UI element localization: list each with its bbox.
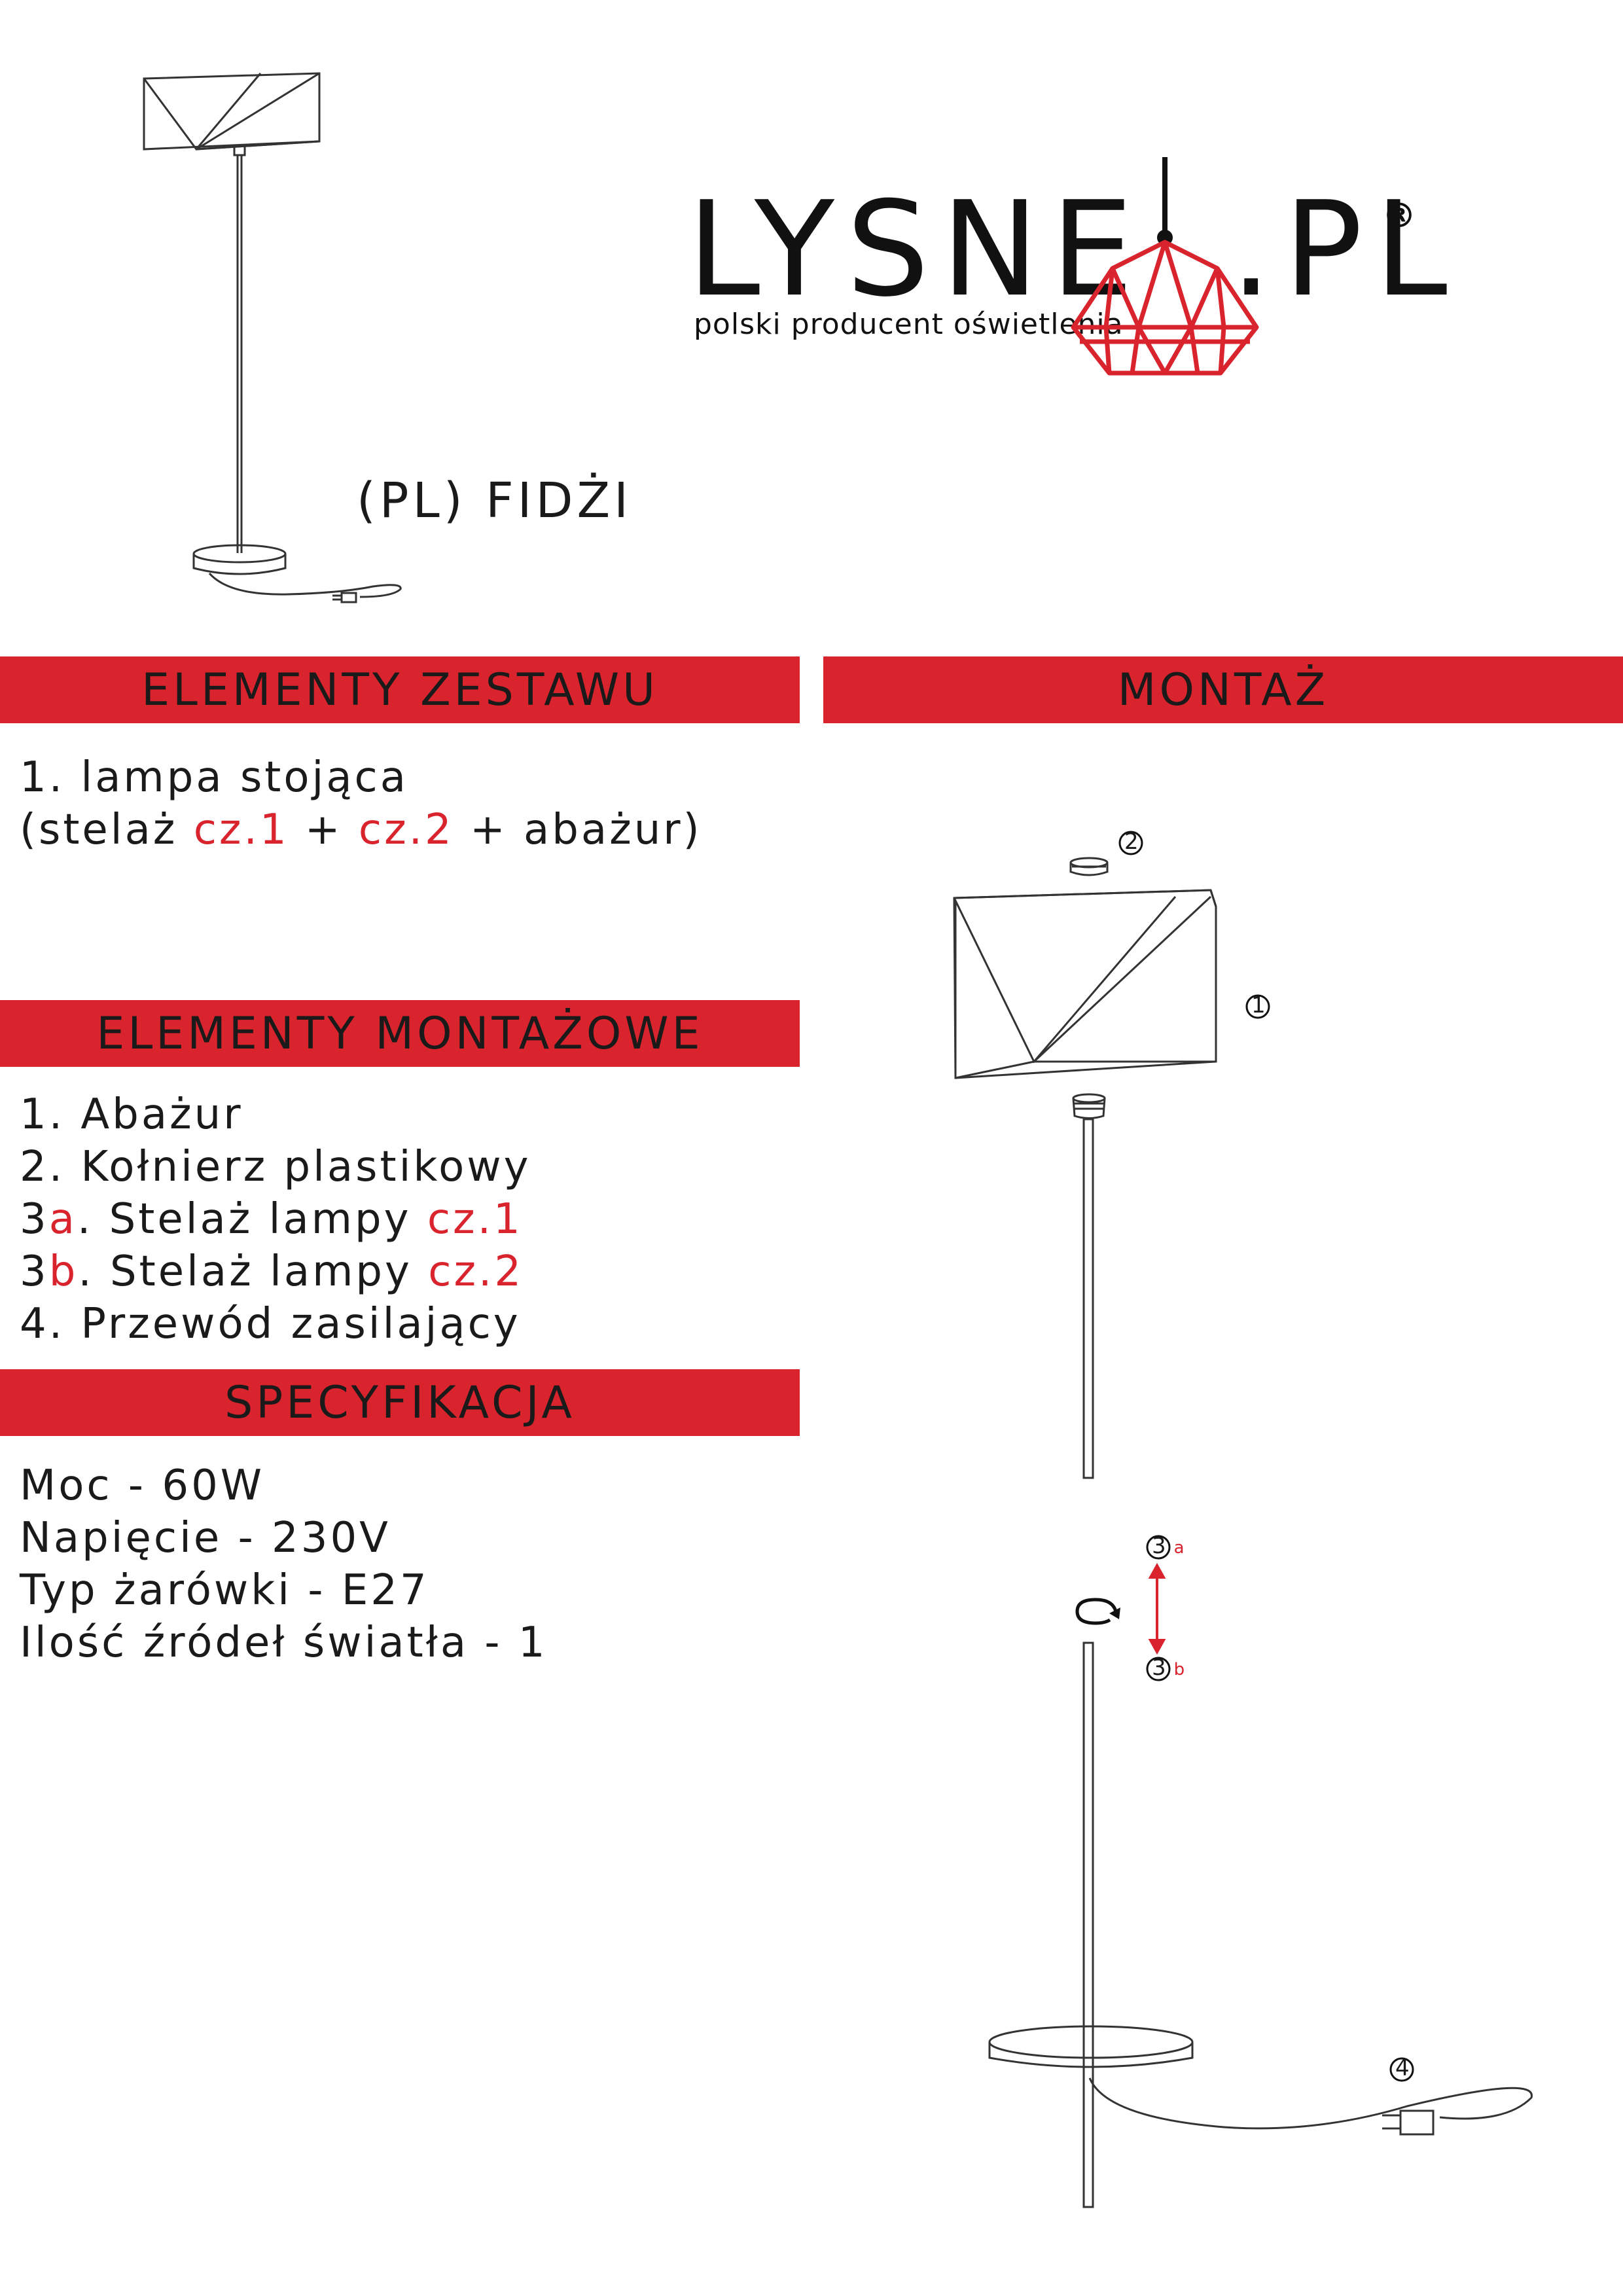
spec-voltage: Napięcie - 230V xyxy=(20,1514,391,1562)
brand-suffix: .PL xyxy=(1230,173,1459,326)
brand-logo-text: LYSNE xyxy=(687,185,1145,315)
assembly-item-3a: 3a. Stelaż lampy cz.1 xyxy=(20,1195,523,1244)
spec-list: Moc - 60W Napięcie - 230V Typ żarówki - … xyxy=(20,1460,548,1669)
spec-light-sources: Ilość źródeł światła - 1 xyxy=(20,1619,548,1667)
rod-part-b xyxy=(1082,1641,1094,2208)
mounting-section-header: MONTAŻ xyxy=(823,656,1623,723)
callout-1: 1 xyxy=(1251,992,1266,1018)
assembly-list: 1. Abażur 2. Kołnierz plastikowy 3a. Ste… xyxy=(20,1088,531,1350)
assembly-item-2: 2. Kołnierz plastikowy xyxy=(20,1143,531,1191)
kit-section-header: ELEMENTY ZESTAWU xyxy=(0,656,800,723)
product-title: (PL) FIDŻI xyxy=(357,473,633,529)
rod-part-a xyxy=(1082,1118,1094,1479)
socket-part xyxy=(1072,1093,1106,1119)
spec-bulb-type: Typ żarówki - E27 xyxy=(20,1566,429,1615)
double-arrow-icon xyxy=(1148,1562,1166,1655)
callout-2: 2 xyxy=(1124,829,1139,855)
brand-name: LYSNE xyxy=(687,173,1145,326)
brand-tagline: polski producent oświetlenia xyxy=(694,308,1124,341)
callout-4: 4 xyxy=(1395,2055,1410,2081)
spec-power: Moc - 60W xyxy=(20,1462,265,1510)
spec-section-header: SPECYFIKACJA xyxy=(0,1369,800,1436)
plastic-collar-part xyxy=(1069,857,1109,876)
kit-list: 1. lampa stojąca (stelaż cz.1 + cz.2 + a… xyxy=(20,751,702,856)
assembly-item-1: 1. Abażur xyxy=(20,1090,243,1139)
plug-icon xyxy=(1382,2109,1435,2136)
assembly-item-3b: 3b. Stelaż lampy cz.2 xyxy=(20,1247,524,1296)
base-part xyxy=(988,2025,1194,2068)
kit-item-2: (stelaż cz.1 + cz.2 + abażur) xyxy=(20,806,702,854)
assembly-section-header: ELEMENTY MONTAŻOWE xyxy=(0,1000,800,1067)
shade-part xyxy=(953,889,1217,1079)
rotate-icon xyxy=(1075,1598,1120,1625)
pendant-lamp-logo-icon xyxy=(1071,157,1259,376)
assembly-diagram xyxy=(953,831,1533,2208)
lamp-preview-icon xyxy=(143,72,402,603)
assembly-item-4: 4. Przewód zasilający xyxy=(20,1300,521,1348)
kit-item-1: 1. lampa stojąca xyxy=(20,753,408,802)
power-cable-part xyxy=(1088,2077,1533,2130)
registered-mark: ® xyxy=(1382,196,1416,236)
